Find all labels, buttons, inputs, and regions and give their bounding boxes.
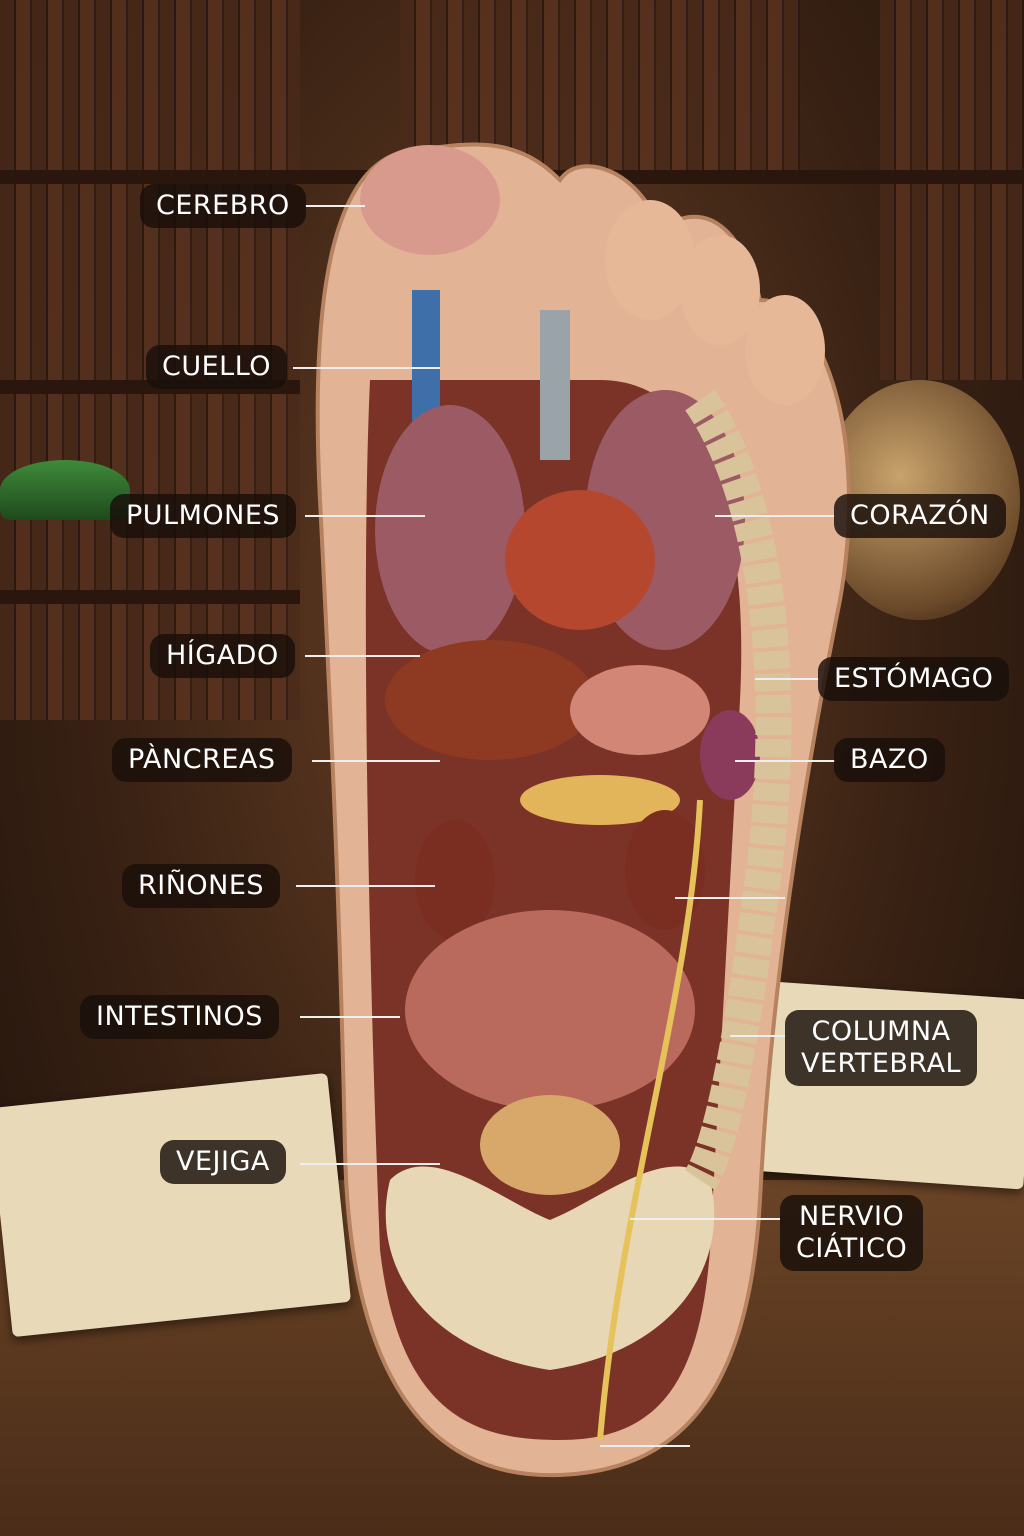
leader-line bbox=[675, 897, 785, 899]
leader-line bbox=[630, 1218, 780, 1220]
shelf-board bbox=[0, 590, 300, 604]
label-bazo: BAZO bbox=[834, 738, 945, 782]
lung-left bbox=[375, 405, 525, 655]
sciatic-nerve bbox=[597, 799, 703, 1441]
leader-line bbox=[715, 515, 835, 517]
leader-line bbox=[305, 205, 365, 207]
label-columna-vertebral: COLUMNA VERTEBRAL bbox=[785, 1010, 978, 1086]
desk-lamp bbox=[0, 460, 130, 520]
label-corazon: CORAZÓN bbox=[834, 494, 1006, 538]
leader-line bbox=[296, 885, 435, 887]
toe-4 bbox=[745, 295, 825, 405]
leader-line bbox=[600, 1445, 690, 1447]
label-cerebro: CEREBRO bbox=[140, 184, 306, 228]
label-pancreas: PÀNCREAS bbox=[112, 738, 292, 782]
spine bbox=[684, 389, 792, 1190]
leader-line bbox=[312, 760, 440, 762]
pancreas bbox=[520, 775, 680, 825]
bookshelf-right bbox=[880, 0, 1024, 380]
brain bbox=[360, 145, 500, 255]
heart bbox=[505, 490, 655, 630]
leader-line bbox=[300, 1163, 440, 1165]
leader-line bbox=[293, 367, 440, 369]
toe-2 bbox=[605, 200, 695, 320]
label-cuello: CUELLO bbox=[146, 345, 288, 389]
spleen bbox=[700, 710, 760, 800]
leader-line bbox=[305, 515, 425, 517]
leader-line bbox=[305, 655, 420, 657]
liver bbox=[385, 640, 595, 760]
leader-line bbox=[300, 1016, 400, 1018]
leader-line bbox=[755, 678, 820, 680]
label-vejiga: VEJIGA bbox=[160, 1140, 286, 1184]
stomach bbox=[570, 665, 710, 755]
kidney-left bbox=[415, 820, 495, 940]
label-line-1: COLUMNA bbox=[811, 1016, 951, 1047]
intestines bbox=[405, 910, 695, 1110]
leader-line bbox=[735, 760, 835, 762]
label-pulmones: PULMONES bbox=[110, 494, 297, 538]
trachea bbox=[540, 310, 570, 460]
leader-line bbox=[730, 1035, 785, 1037]
label-rinones: RIÑONES bbox=[122, 864, 281, 908]
label-higado: HÍGADO bbox=[150, 634, 295, 678]
label-line-2: CIÁTICO bbox=[796, 1233, 908, 1264]
bladder bbox=[480, 1095, 620, 1195]
label-line-1: NERVIO bbox=[799, 1201, 905, 1232]
label-line-2: VERTEBRAL bbox=[801, 1048, 962, 1079]
label-intestinos: INTESTINOS bbox=[80, 995, 279, 1039]
kidney-right bbox=[625, 810, 705, 930]
label-estomago: ESTÓMAGO bbox=[818, 657, 1010, 701]
toe-3 bbox=[680, 235, 760, 345]
label-nervio-ciatico: NERVIO CIÁTICO bbox=[780, 1195, 924, 1271]
